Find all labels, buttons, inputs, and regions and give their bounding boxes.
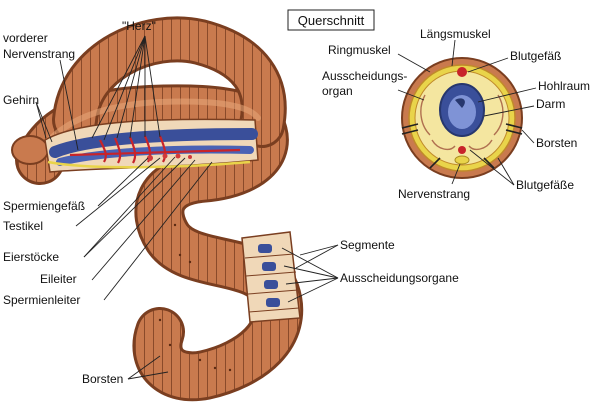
label-borsten: Borsten <box>82 372 123 386</box>
label-darm: Darm <box>536 97 565 111</box>
label-ausscheidungs-line1: Ausscheidungs- <box>322 69 407 83</box>
label-testikel: Testikel <box>3 219 43 233</box>
heart-vessels <box>69 135 241 164</box>
label-ringmuskel: Ringmuskel <box>328 43 391 57</box>
cross-section-title: Querschnitt <box>298 13 365 28</box>
label-nervenstrang: Nervenstrang <box>3 47 75 61</box>
dissection-window <box>44 118 259 173</box>
dorsal-vessel <box>457 67 467 77</box>
label-ausscheidungsorgane: Ausscheidungsorgane <box>340 271 459 285</box>
label-spermienleiter: Spermienleiter <box>3 293 80 307</box>
label-borsten-cross: Borsten <box>536 136 577 150</box>
label-hohlraum: Hohlraum <box>538 79 590 93</box>
label-gehirn: Gehirn <box>3 93 39 107</box>
worm-body <box>11 16 304 402</box>
label-blutgefaess: Blutgefäß <box>510 49 561 63</box>
leader-lines <box>35 35 537 380</box>
cross-section-labels: Längsmuskel Ringmuskel Blutgefäß Aussche… <box>322 27 590 201</box>
label-segmente: Segmente <box>340 238 395 252</box>
label-herz: "Herz" <box>122 19 156 33</box>
label-laengsmuskel: Längsmuskel <box>420 27 491 41</box>
cross-section-figure: Querschnitt <box>287 9 523 179</box>
label-vorderer: vorderer <box>3 31 48 45</box>
label-eierstoecke: Eierstöcke <box>3 250 59 264</box>
label-eileiter: Eileiter <box>40 272 77 286</box>
cross-section-title-box <box>287 9 375 31</box>
label-nervenstrang-cross: Nervenstrang <box>398 187 470 201</box>
main-labels: "Herz" vorderer Nervenstrang Gehirn Sper… <box>3 19 459 386</box>
label-ausscheidungs-line2: organ <box>322 84 353 98</box>
label-blutgefaesse: Blutgefäße <box>516 178 574 192</box>
excretory-segments <box>241 231 301 323</box>
label-spermiengefaess: Spermiengefäß <box>3 199 85 213</box>
